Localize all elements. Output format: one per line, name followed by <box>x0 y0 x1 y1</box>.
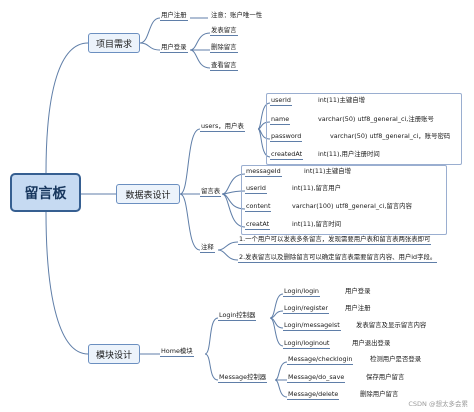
msg-field-content: content <box>245 202 272 212</box>
users-fields-group <box>266 93 462 165</box>
msg-field-messageid: messageId <box>245 167 282 177</box>
users-field-password: password <box>270 132 303 142</box>
req-action-post: 发表留言 <box>210 26 238 36</box>
users-field-createdat-desc: int(11),用户注册时间 <box>318 150 380 158</box>
users-field-userid: userId <box>270 96 292 106</box>
message-fields-group <box>241 165 447 235</box>
login-route-login: Login/login <box>283 287 320 297</box>
msg-field-content-desc: varchar(100) utf8_general_ci,留言内容 <box>292 202 412 210</box>
msg-field-messageid-desc: int(11)主键自增 <box>304 167 352 175</box>
login-route-register-desc: 用户注册 <box>345 304 371 312</box>
msg-route-checklogin: Message/checklogin <box>287 355 354 365</box>
branch-requirements-label: 项目需求 <box>95 39 132 50</box>
users-field-name-desc: varchar(50) utf8_general_ci,注册账号 <box>318 115 434 123</box>
users-field-createdat: createdAt <box>270 150 304 160</box>
req-action-view: 查看留言 <box>210 61 238 71</box>
db-message-table: 留言表 <box>200 187 222 197</box>
login-route-messagelst: Login/messagelst <box>283 321 341 331</box>
msg-route-dosave-desc: 保存用户留言 <box>366 373 405 381</box>
branch-requirements: 项目需求 <box>88 33 140 53</box>
msg-field-userid-desc: int(11),留言用户 <box>292 184 342 192</box>
branch-table-design-label: 数据表设计 <box>125 190 171 201</box>
root-label: 留言板 <box>24 185 67 202</box>
note-2: 2.发表留言以及删除留言可以确定留言表需要留言内容、用户id字段。 <box>238 253 438 263</box>
db-notes: 注释 <box>200 243 215 253</box>
req-action-delete: 删除留言 <box>210 43 238 53</box>
root-node: 留言板 <box>10 173 81 212</box>
mod-home: Home模块 <box>160 347 194 357</box>
db-users-table: users，用户表 <box>200 122 245 132</box>
users-field-password-desc: varchar(50) utf8_general_ci，账号密码 <box>330 132 451 140</box>
login-route-register: Login/register <box>283 304 330 314</box>
login-route-loginout-desc: 用户退出登录 <box>352 339 391 347</box>
msg-field-userid: userId <box>245 184 267 194</box>
note-1: 1.一个用户可以发表多条留言，发现需要用户表和留言表两张表即可 <box>238 235 432 245</box>
msg-route-delete: Message/delete <box>287 390 340 400</box>
login-route-messagelst-desc: 发表留言及显示留言内容 <box>356 321 427 329</box>
branch-module-design: 模块设计 <box>88 344 140 364</box>
msg-field-creatat-desc: int(11),留言时间 <box>292 220 342 228</box>
mod-message-controller: Message控制器 <box>218 373 268 383</box>
msg-route-checklogin-desc: 检测用户是否登录 <box>370 355 422 363</box>
msg-route-delete-desc: 删除用户留言 <box>360 390 399 398</box>
branch-module-design-label: 模块设计 <box>95 350 132 361</box>
users-field-userid-desc: int(11)主键自增 <box>318 96 366 104</box>
msg-field-creatat: creatAt <box>245 220 271 230</box>
branch-table-design: 数据表设计 <box>116 184 180 204</box>
users-field-name: name <box>270 115 291 125</box>
msg-route-dosave: Message/do_save <box>287 373 346 383</box>
req-register-note: 注意：账户唯一性 <box>211 11 263 19</box>
req-register: 用户注册 <box>160 11 188 21</box>
login-route-loginout: Login/loginout <box>283 339 331 349</box>
login-route-login-desc: 用户登录 <box>345 287 371 295</box>
mod-login-controller: Login控制器 <box>218 311 257 321</box>
watermark: CSDN @想太多会累 <box>408 400 468 408</box>
req-login: 用户登录 <box>160 43 188 53</box>
